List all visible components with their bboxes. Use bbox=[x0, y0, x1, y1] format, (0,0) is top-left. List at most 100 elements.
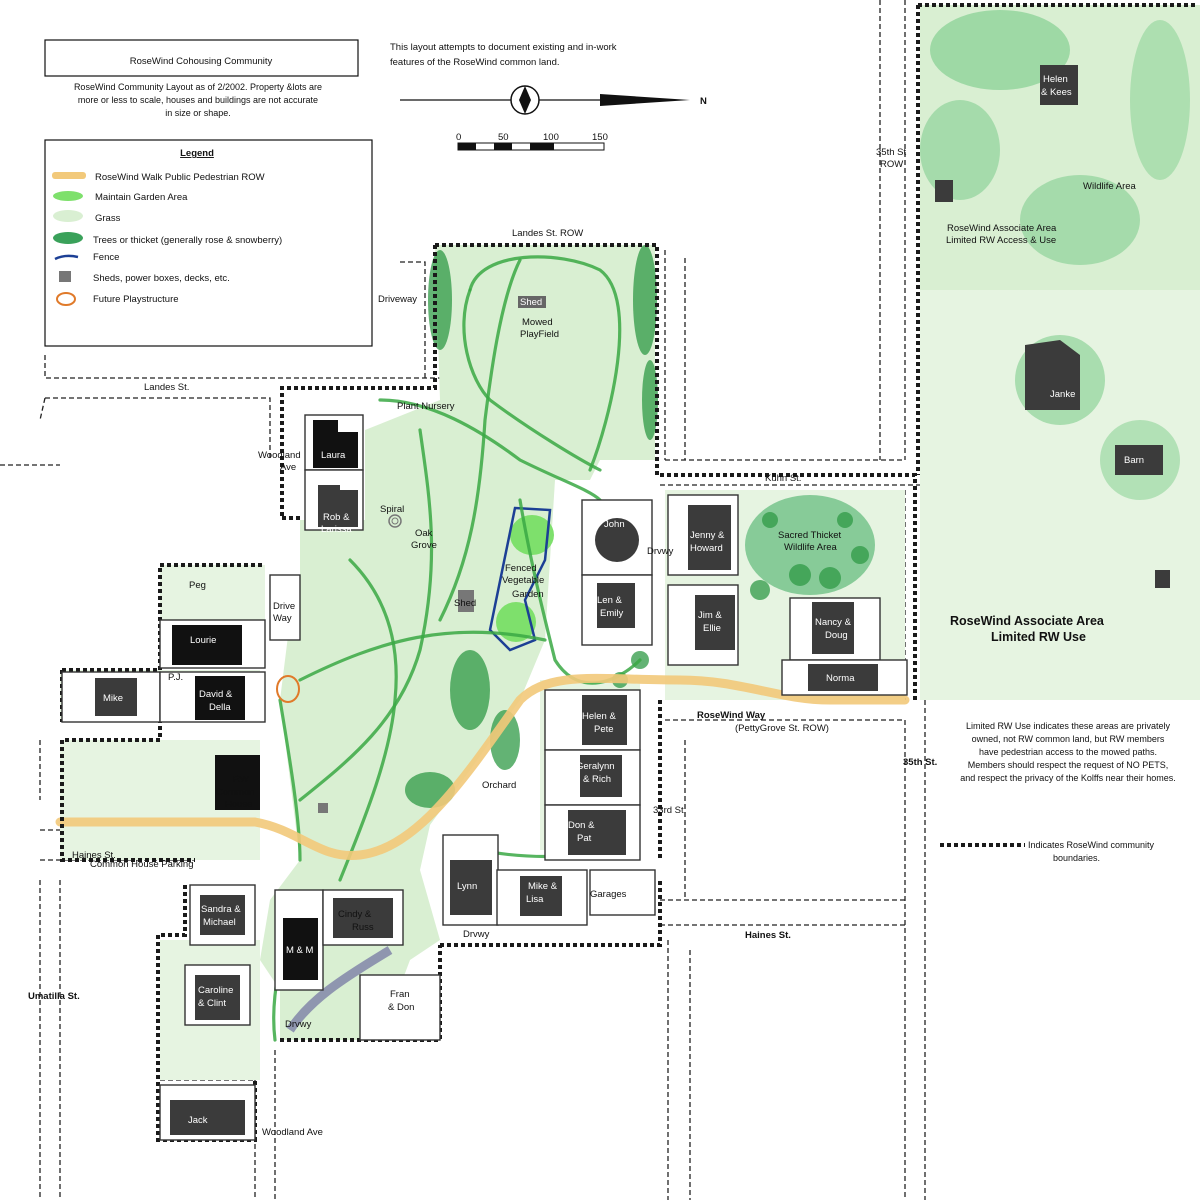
label-sacred-2: Wildlife Area bbox=[784, 542, 838, 553]
shed-mid bbox=[458, 590, 474, 612]
label-helen-pete-1: Helen & bbox=[582, 711, 616, 722]
title-box bbox=[44, 39, 359, 77]
label-john: John bbox=[604, 519, 625, 530]
intro-line-2: features of the RoseWind common land. bbox=[390, 57, 560, 68]
note-line-1: Limited RW Use indicates these areas are… bbox=[966, 721, 1170, 731]
label-plant-nursery: Plant Nursery bbox=[397, 401, 455, 412]
label-caroline-clint-2: & Clint bbox=[198, 998, 226, 1009]
label-lourie: Lourie bbox=[190, 635, 216, 646]
label-common-1: RW bbox=[233, 774, 249, 785]
label-nancy-doug-1: Nancy & bbox=[815, 617, 852, 628]
label-rob-larissa-1: Rob & bbox=[323, 512, 350, 523]
label-drvwy-main: Drvwy bbox=[647, 546, 674, 557]
scale-bar: 0 50 100 150 bbox=[456, 132, 608, 151]
scale-tick-50: 50 bbox=[498, 132, 509, 143]
label-geralynn-rich-1: Geralynn bbox=[576, 761, 615, 772]
label-len-emily-1: Len & bbox=[597, 595, 622, 606]
future-playstructure-icon bbox=[276, 675, 300, 703]
house-mm bbox=[283, 918, 318, 980]
label-sandra-michael-2: Michael bbox=[203, 917, 236, 928]
house-mike bbox=[95, 678, 137, 716]
house-lourie bbox=[172, 625, 242, 665]
house-janke bbox=[1025, 340, 1080, 410]
label-nancy-doug-2: Doug bbox=[825, 630, 848, 641]
house-helen-kees bbox=[1040, 65, 1078, 105]
label-norma: Norma bbox=[826, 673, 855, 684]
label-orchard: Orchard bbox=[482, 780, 516, 791]
label-mowed-1: Mowed bbox=[522, 317, 553, 328]
subtitle-line-3: in size or shape. bbox=[165, 108, 231, 118]
subtitle-line-1: RoseWind Community Layout as of 2/2002. … bbox=[74, 82, 322, 92]
barn bbox=[1115, 445, 1163, 475]
label-fenced-2: Vegetable bbox=[502, 575, 544, 586]
legend: Legend RoseWind Walk Public Pedestrian R… bbox=[44, 139, 373, 347]
label-shed-mid: Shed bbox=[454, 598, 476, 609]
street-umatilla: Umatilla St. bbox=[28, 991, 80, 1002]
subtitle-line-2: more or less to scale, houses and buildi… bbox=[78, 95, 318, 105]
label-caroline-clint-1: Caroline bbox=[198, 985, 233, 996]
label-mm: M & M bbox=[286, 945, 314, 956]
label-jim-ellie-2: Ellie bbox=[703, 623, 721, 634]
house-jack bbox=[170, 1100, 245, 1135]
street-woodland-2: Ave bbox=[280, 462, 296, 473]
label-fran-don-2: & Don bbox=[388, 1002, 414, 1013]
note-line-3: have pedestrian access to the mowed path… bbox=[979, 747, 1157, 757]
house-jenny-howard bbox=[688, 505, 731, 570]
street-rosewind-way: RoseWind Way bbox=[697, 710, 766, 721]
house-cindy-russ bbox=[333, 898, 393, 938]
garden-areas bbox=[488, 506, 554, 652]
boundary-note: Indicates RoseWind community boundaries. bbox=[940, 840, 1155, 863]
label-garages: Garages bbox=[590, 889, 627, 900]
label-pj: P.J. bbox=[168, 672, 183, 683]
house-david-della bbox=[195, 676, 245, 720]
label-peg: Peg bbox=[189, 580, 206, 591]
label-mike-lisa-2: Lisa bbox=[526, 894, 544, 905]
house-geralynn-rich bbox=[580, 755, 622, 797]
label-lynn: Lynn bbox=[457, 881, 477, 892]
label-common-2: Common bbox=[216, 787, 255, 798]
label-drive-way-1: Drive bbox=[273, 601, 295, 612]
north-label: N bbox=[700, 96, 707, 107]
street-haines: Haines St. bbox=[745, 930, 791, 941]
legend-grass-swatch bbox=[53, 210, 83, 222]
scale-tick-100: 100 bbox=[543, 132, 559, 143]
legend-walk-swatch bbox=[52, 172, 86, 179]
legend-item-play: Future Playstructure bbox=[93, 294, 179, 305]
label-mike: Mike bbox=[103, 693, 123, 704]
label-sandra-michael-1: Sandra & bbox=[201, 904, 241, 915]
house-len-emily bbox=[597, 583, 635, 628]
legend-shed-swatch bbox=[59, 271, 71, 282]
legend-garden-swatch bbox=[53, 191, 83, 201]
scale-tick-0: 0 bbox=[456, 132, 461, 143]
label-helen-kees-2: & Kees bbox=[1041, 87, 1072, 98]
house-rob-larissa bbox=[318, 485, 358, 527]
house-lynn bbox=[450, 860, 492, 915]
legend-item-grass: Grass bbox=[95, 213, 121, 224]
boundary-note-2: boundaries. bbox=[1053, 853, 1100, 863]
label-janke: Janke bbox=[1050, 389, 1075, 400]
label-fenced-1: Fenced bbox=[505, 563, 537, 574]
buildings bbox=[95, 65, 1170, 1135]
house-sandra-michael bbox=[200, 895, 245, 935]
label-drive-way-2: Way bbox=[273, 613, 292, 624]
legend-item-trees: Trees or thicket (generally rose & snowb… bbox=[93, 235, 282, 246]
limited-use-note: Limited RW Use indicates these areas are… bbox=[960, 721, 1175, 783]
label-rob-larissa-2: Larissa bbox=[321, 524, 352, 535]
house-jim-ellie bbox=[695, 595, 735, 650]
house-helen-pete bbox=[582, 695, 627, 745]
legend-play-swatch bbox=[56, 292, 76, 306]
label-oak-2: Grove bbox=[411, 540, 437, 551]
house-caroline-clint bbox=[195, 975, 240, 1020]
label-drvwy-south: Drvwy bbox=[285, 1019, 312, 1030]
shed-top bbox=[518, 296, 546, 308]
label-mike-lisa-1: Mike & bbox=[528, 881, 558, 892]
label-don-pat-2: Pat bbox=[577, 833, 592, 844]
label-cindy-russ-2: Russ bbox=[352, 922, 374, 933]
label-sacred-1: Sacred Thicket bbox=[778, 530, 842, 541]
label-oak-1: Oak bbox=[415, 528, 433, 539]
house-nancy-doug bbox=[812, 602, 854, 654]
spiral-icon bbox=[388, 514, 402, 528]
rosewind-walk-path bbox=[55, 673, 910, 861]
label-len-emily-2: Emily bbox=[600, 608, 623, 619]
scale-tick-150: 150 bbox=[592, 132, 608, 143]
